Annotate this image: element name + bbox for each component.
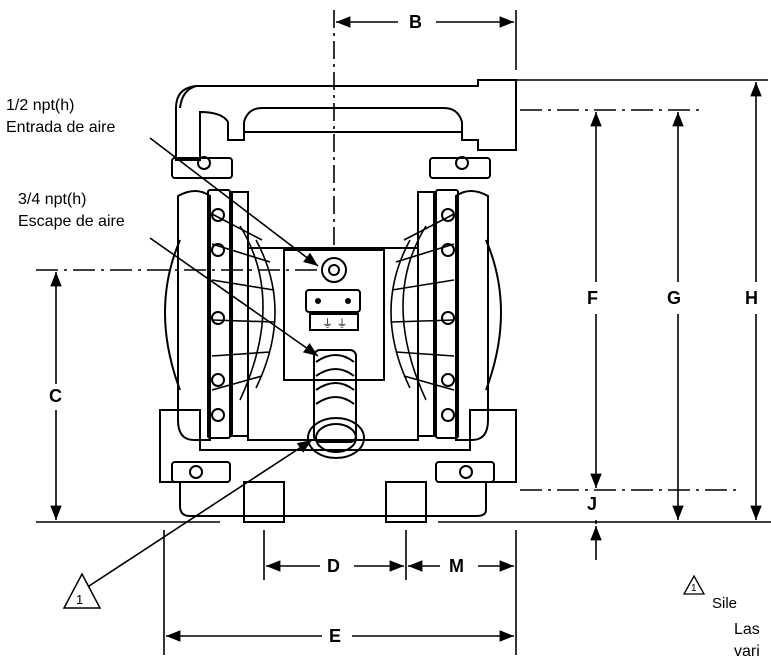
dim-c-label: C: [46, 386, 65, 406]
svg-text:⏚ ⏚: ⏚ ⏚: [322, 317, 348, 330]
dim-d-label: D: [324, 556, 343, 576]
top-manifold: [175, 79, 517, 161]
note-continuation-line1: Las: [734, 621, 760, 638]
data-plate: [305, 289, 361, 313]
left-fluid-cover: [177, 190, 211, 441]
note-1-marker-legend: 1: [691, 583, 697, 594]
right-clamp: [435, 189, 459, 439]
note-1-marker: 1: [76, 592, 83, 607]
dimension-lines: [36, 10, 771, 655]
air-exhaust-muffler: [307, 349, 365, 459]
left-cover-ribs: [211, 213, 276, 401]
bottom-manifold: [159, 409, 517, 517]
center-section: [247, 247, 419, 441]
air-inlet-leader: [149, 137, 319, 267]
note-1-text: Sile: [712, 595, 738, 612]
air-exhaust-leader: [149, 237, 319, 357]
bottom-right-flange: [435, 461, 495, 483]
dim-f-label: F: [584, 288, 601, 308]
air-exhaust-name-label: Escape de aire: [18, 213, 125, 230]
center-block: [283, 249, 385, 381]
air-inlet-name-label: Entrada de aire: [6, 119, 116, 136]
air-inlet-size-label: 1/2 npt(h): [6, 97, 75, 114]
air-inlet-port: [321, 257, 347, 283]
dim-e-label: E: [326, 626, 345, 646]
note-1-triangle-legend: [682, 574, 706, 595]
right-cover-ribs: [390, 213, 455, 401]
note-continuation-line2: vari: [734, 643, 760, 660]
note-1-triangle: [62, 572, 102, 609]
dim-j-label: J: [584, 494, 601, 514]
dim-b-label: B: [406, 12, 425, 32]
air-exhaust-size-label: 3/4 npt(h): [18, 191, 87, 208]
bottom-left-flange: [171, 461, 231, 483]
dim-h-label: H: [742, 288, 761, 308]
ground-plate: [309, 313, 359, 331]
left-clamp: [207, 189, 231, 439]
note-1-leader: [85, 439, 313, 589]
dim-m-label: M: [446, 556, 467, 576]
right-fluid-cover: [455, 190, 489, 441]
dim-g-label: G: [664, 288, 685, 308]
pump-body: ⏚ ⏚: [159, 79, 517, 523]
